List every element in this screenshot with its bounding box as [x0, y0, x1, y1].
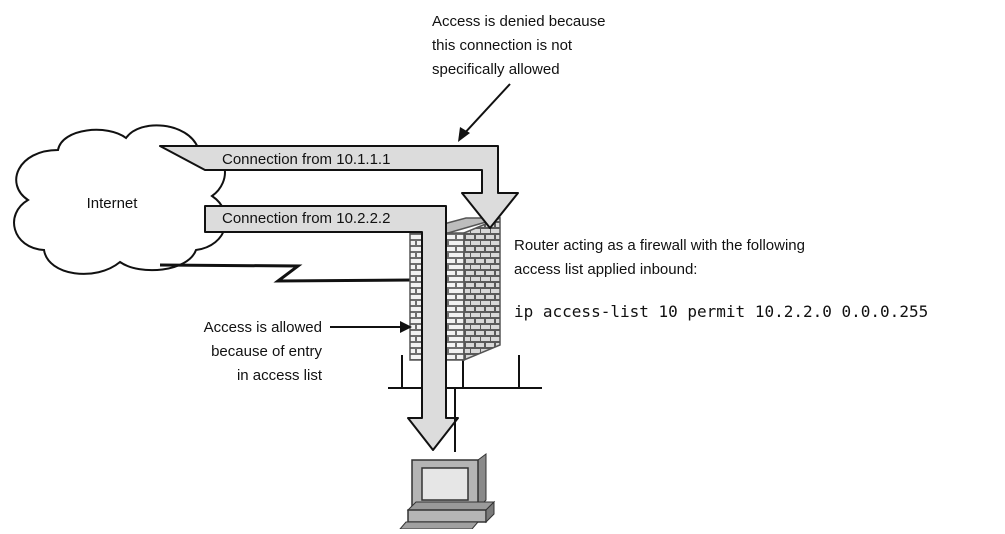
allowed-note-line-1: Access is allowed [204, 319, 322, 336]
denied-callout: Access is denied because this connection… [432, 13, 605, 142]
internet-cloud: Internet [13, 124, 227, 275]
connection-2-label: Connection from 10.2.2.2 [222, 210, 390, 227]
connection-1-arrow: Connection from 10.1.1.1 [159, 145, 519, 229]
serial-link [159, 263, 413, 283]
allowed-note-line-3: in access list [237, 367, 323, 384]
denied-pointer-line [461, 83, 511, 137]
connection-1-label: Connection from 10.1.1.1 [222, 151, 390, 168]
router-note-line-2: access list applied inbound: [514, 261, 697, 278]
router-note-line-1: Router acting as a firewall with the fol… [514, 237, 805, 254]
denied-note-line-1: Access is denied because [432, 13, 605, 30]
denied-pointer-head [458, 127, 470, 142]
denied-note-line-3: specifically allowed [432, 61, 560, 78]
router-note: Router acting as a firewall with the fol… [514, 237, 928, 321]
allowed-note-line-2: because of entry [211, 343, 322, 360]
connection-2-arrow: Connection from 10.2.2.2 [204, 205, 459, 451]
workstation-icon [398, 388, 496, 530]
internet-label: Internet [87, 195, 139, 212]
denied-note-line-2: this connection is not [432, 37, 573, 54]
acl-command: ip access-list 10 permit 10.2.2.0 0.0.0.… [514, 302, 928, 321]
allowed-pointer-head [400, 321, 412, 333]
allowed-callout: Access is allowed because of entry in ac… [204, 319, 412, 384]
